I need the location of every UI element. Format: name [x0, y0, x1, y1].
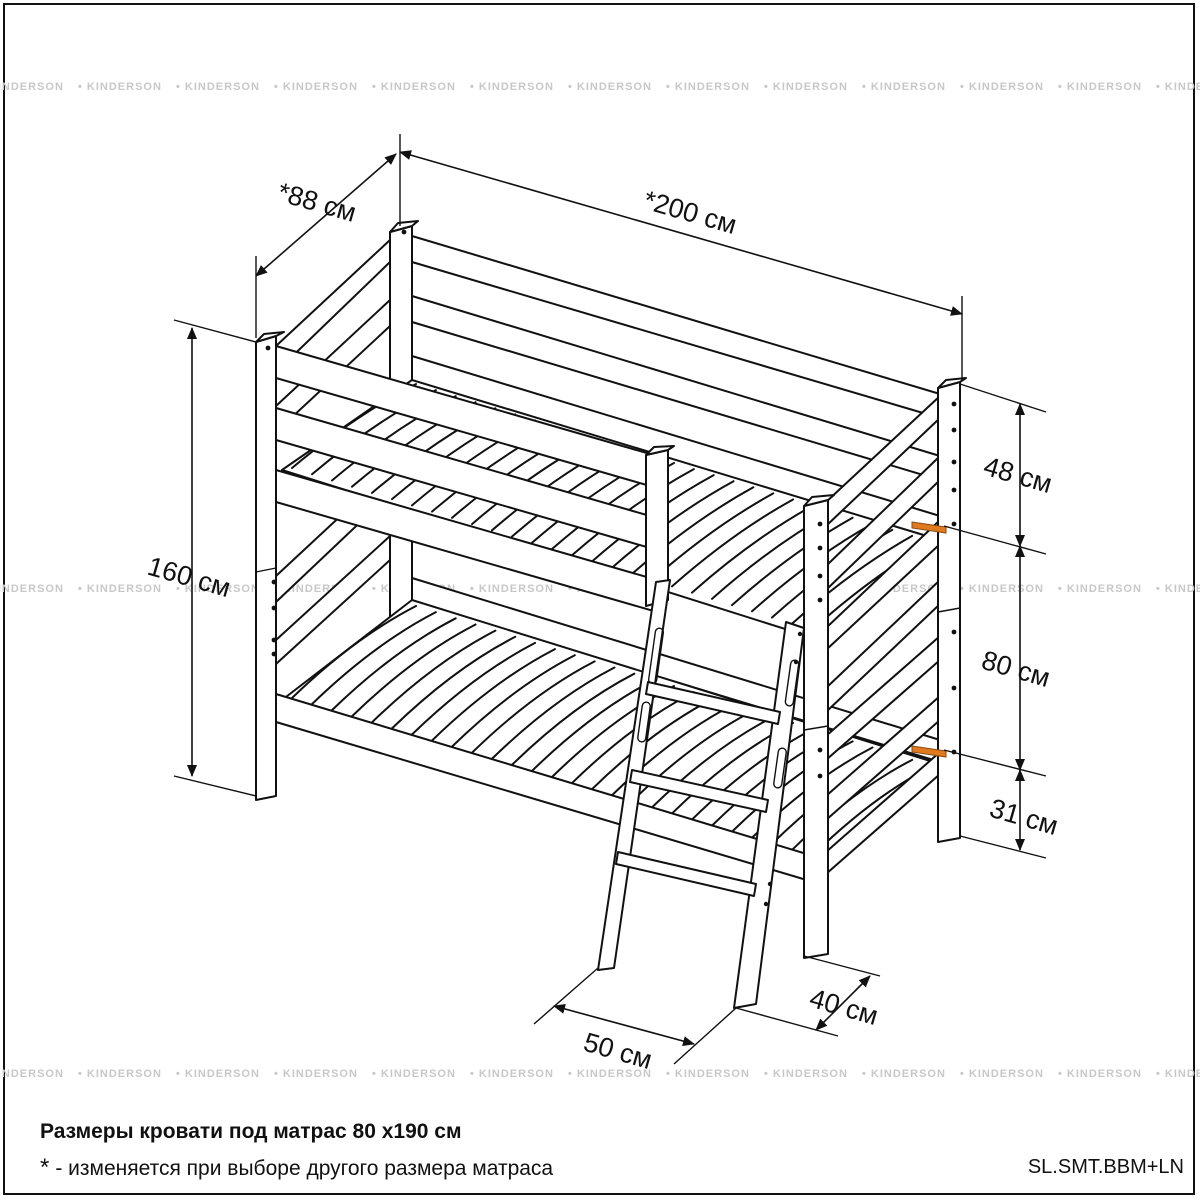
watermark-text: • KINDERSON	[862, 1068, 946, 1080]
caption-note: *- изменяется при выборе другого размера…	[40, 1154, 553, 1182]
watermark-text: • KINDERSON	[0, 1068, 64, 1080]
watermark-text: • KINDERSON	[568, 1068, 652, 1080]
watermark-text: • KINDERSON	[176, 1068, 260, 1080]
watermark-text: • KINDERSON	[78, 81, 162, 93]
product-code: SL.SMT.BBM+LN	[1027, 1156, 1184, 1178]
watermark-text: • KINDERSON	[78, 1068, 162, 1080]
slat	[331, 617, 457, 712]
dimension-lines	[173, 134, 1047, 1065]
slat	[631, 709, 755, 803]
watermark-text: • KINDERSON	[568, 81, 652, 93]
watermark-text: • KINDERSON	[960, 583, 1044, 595]
watermark-text: • KINDERSON	[1058, 1068, 1142, 1080]
slat	[511, 672, 636, 766]
watermark-text: • KINDERSON	[470, 583, 554, 595]
post-holes	[265, 229, 957, 779]
drawing-frame	[3, 3, 1195, 1195]
slat	[731, 516, 854, 607]
watermark-text: • KINDERSON	[666, 81, 750, 93]
dim-length-label: *200 см	[640, 185, 740, 240]
dim-height-label: 160 см	[144, 551, 234, 603]
watermark-text: • KINDERSON	[0, 583, 64, 595]
slat	[431, 648, 556, 742]
slat	[291, 605, 417, 699]
slat	[311, 611, 437, 706]
dim-depth-label: *88 см	[274, 177, 359, 228]
watermark-text: • KINDERSON	[470, 1068, 554, 1080]
note-asterisk: *	[40, 1154, 50, 1181]
slat	[611, 480, 735, 569]
slat	[471, 660, 596, 754]
watermark-text: • KINDERSON	[764, 81, 848, 93]
watermark-text: • KINDERSON	[1058, 583, 1142, 595]
watermark-text: • KINDERSON	[372, 81, 456, 93]
watermark-text: • KINDERSON	[1156, 1068, 1200, 1080]
watermark-text: • KINDERSON	[764, 1068, 848, 1080]
watermark-text: • KINDERSON	[0, 81, 64, 93]
slat	[371, 629, 497, 724]
watermark-text: • KINDERSON	[372, 1068, 456, 1080]
dim-lower-clearance-label: 31 см	[986, 793, 1061, 841]
caption-title: Размеры кровати под матрас 80 x190 см	[40, 1120, 462, 1143]
connector-accents	[911, 521, 947, 758]
watermark-text: • KINDERSON	[274, 1068, 358, 1080]
ladder	[597, 579, 805, 1009]
watermark-text: • KINDERSON	[274, 81, 358, 93]
note-text: - изменяется при выборе другого размера …	[55, 1157, 554, 1180]
dim-upper-guard-label: 48 см	[980, 451, 1055, 499]
slat	[391, 635, 517, 730]
slat	[451, 654, 576, 748]
dim-ladder-depth-label: 40 см	[806, 983, 881, 1031]
bed-structure	[255, 220, 967, 959]
slat	[671, 498, 795, 588]
slat	[351, 623, 477, 718]
slat	[491, 666, 616, 760]
watermark-text: • KINDERSON	[470, 81, 554, 93]
watermark-text: • KINDERSON	[666, 1068, 750, 1080]
watermark-text: • KINDERSON	[176, 81, 260, 93]
watermark-text: • KINDERSON	[78, 583, 162, 595]
slat	[691, 504, 814, 594]
slat	[691, 728, 814, 821]
watermark-text: • KINDERSON	[1156, 81, 1200, 93]
watermark-text: • KINDERSON	[960, 81, 1044, 93]
slat	[411, 641, 537, 736]
watermark-text: • KINDERSON	[960, 1068, 1044, 1080]
slat	[571, 468, 695, 557]
watermark-text: • KINDERSON	[1058, 81, 1142, 93]
slat	[651, 715, 775, 809]
dim-tier-gap-label: 80 см	[978, 645, 1053, 693]
watermark-text: • KINDERSON	[862, 81, 946, 93]
watermark-text: • KINDERSON	[1156, 583, 1200, 595]
